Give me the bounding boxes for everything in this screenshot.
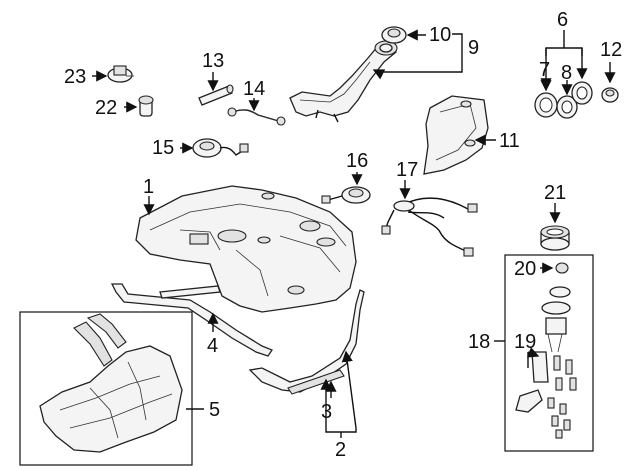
callout-1: 1 xyxy=(143,176,154,198)
callout-8: 8 xyxy=(561,62,572,84)
part-7-seal xyxy=(534,92,558,118)
callout-9: 9 xyxy=(468,37,479,59)
part-8-seal xyxy=(556,95,578,119)
part-16-sensor xyxy=(321,186,371,204)
callout-15: 15 xyxy=(152,137,174,159)
callout-16: 16 xyxy=(346,150,368,172)
callout-13: 13 xyxy=(202,50,224,72)
callout-22: 22 xyxy=(95,97,117,119)
callout-3: 3 xyxy=(321,401,332,423)
part-10-fuel-cap xyxy=(381,26,407,44)
part-9-filler-pipe xyxy=(289,40,398,123)
part-4-strap xyxy=(110,283,273,357)
callout-14: 14 xyxy=(243,78,265,100)
part-6-seal xyxy=(571,81,593,105)
part-strap-a xyxy=(159,285,221,299)
part-23-clip xyxy=(107,65,134,83)
callout-2: 2 xyxy=(335,439,346,461)
part-12-cap xyxy=(601,87,619,103)
callout-18: 18 xyxy=(468,331,490,353)
part-18-box xyxy=(504,254,594,452)
callout-10: 10 xyxy=(429,24,451,46)
callout-11: 11 xyxy=(499,130,520,152)
callout-20: 20 xyxy=(514,258,536,280)
part-17-harness xyxy=(381,197,478,257)
part-13-hose xyxy=(198,84,234,106)
callout-21: 21 xyxy=(544,182,566,204)
callout-labels: 1 2 3 4 5 6 7 8 9 10 11 12 13 14 15 16 1… xyxy=(64,9,622,461)
part-5-skid-plate xyxy=(39,313,183,453)
part-11-heat-shield xyxy=(423,95,489,175)
callout-4: 4 xyxy=(207,335,218,357)
callout-17: 17 xyxy=(396,159,418,181)
callout-6: 6 xyxy=(557,9,568,31)
part-5-box xyxy=(19,311,193,466)
part-21-lock-ring xyxy=(540,225,570,251)
part-1-fuel-tank xyxy=(135,185,357,313)
part-2-strap xyxy=(248,289,365,395)
callout-19: 19 xyxy=(514,331,536,353)
part-18-fuel-pump xyxy=(515,262,577,439)
part-15-sensor xyxy=(192,138,249,158)
callout-23: 23 xyxy=(64,66,86,88)
callout-12: 12 xyxy=(600,39,622,61)
callout-7: 7 xyxy=(539,59,550,81)
leader-lines xyxy=(92,29,616,438)
part-22-grommet xyxy=(138,95,154,117)
part-14-vent-hose xyxy=(227,107,286,126)
callout-5: 5 xyxy=(209,399,220,421)
